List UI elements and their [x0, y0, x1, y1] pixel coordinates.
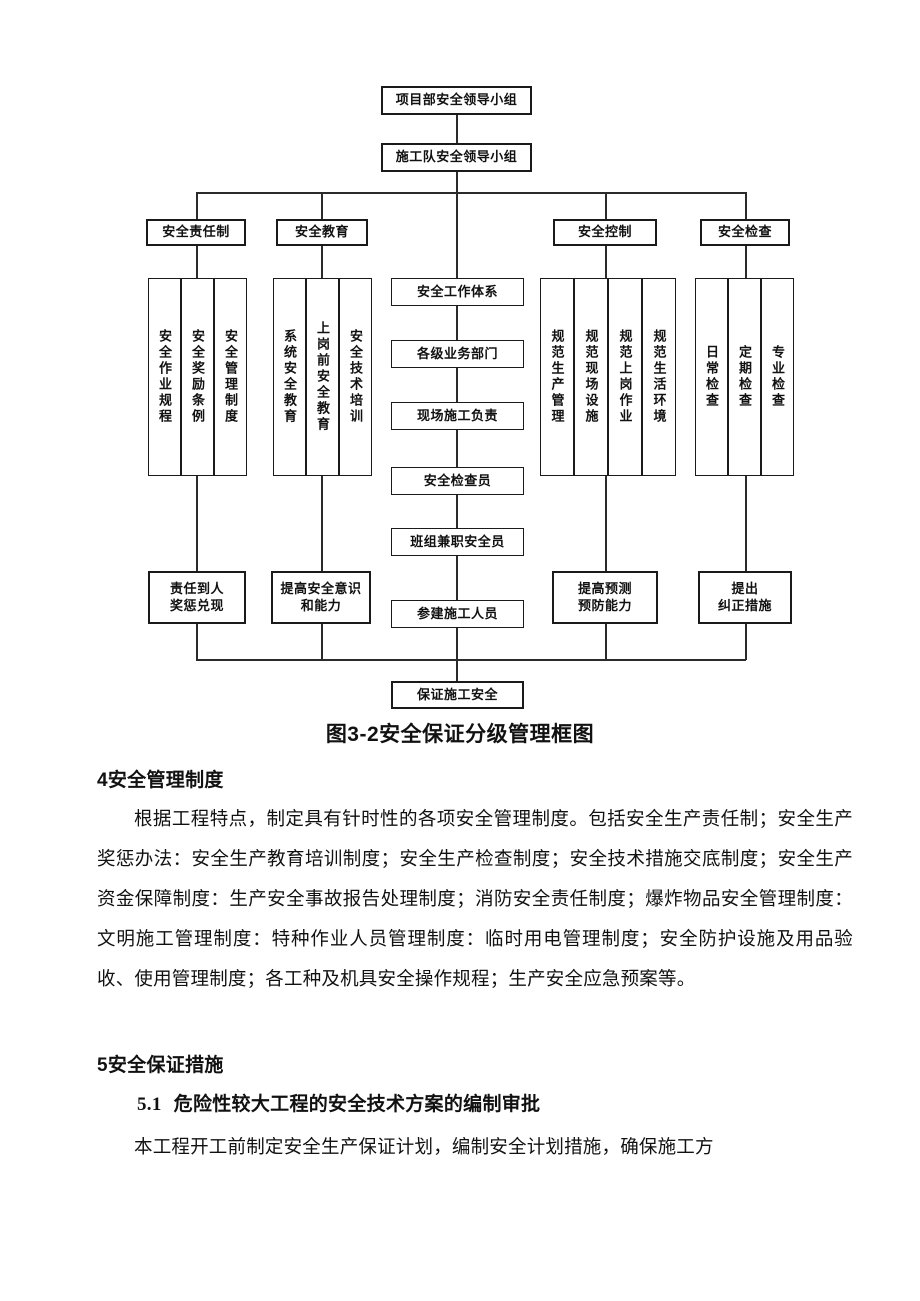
- paragraph-1-text: 根据工程特点，制定具有针时性的各项安全管理制度。包括安全生产责任制；安全生产奖惩…: [97, 810, 853, 990]
- diagram-vbox-c1-2: 安全奖励条例: [181, 278, 214, 476]
- outcome-2-line1: 提高安全意识: [280, 581, 362, 597]
- connector-outcome1-bottombus: [196, 624, 198, 660]
- connector-bus-drop-center: [456, 192, 458, 278]
- diagram-outcome-1: 责任到人 奖惩兑现: [148, 571, 246, 624]
- diagram-center-1: 安全工作体系: [391, 278, 524, 306]
- connector-col1-outcome: [196, 476, 198, 571]
- connector-bus-drop-1: [196, 192, 198, 219]
- diagram-vbox-c2-1: 系统安全教育: [273, 278, 306, 476]
- connector-center-5-6: [456, 556, 458, 600]
- diagram-vbox-c3-3: 规范上岗作业: [608, 278, 642, 476]
- connector-bottom-bus-horizontal: [196, 659, 746, 661]
- paragraph-2-text: 本工程开工前制定安全生产保证计划，编制安全计划措施，确保施工方: [134, 1138, 714, 1158]
- figure-caption: 图3-2安全保证分级管理框图: [325, 723, 595, 746]
- connector-center-2-3: [456, 368, 458, 402]
- heading-5-1-number: 5.1: [137, 1094, 162, 1115]
- connector-bus-drop-4: [745, 192, 747, 219]
- connector-header3-col: [605, 246, 607, 278]
- connector-outcome2-bottombus: [321, 624, 323, 660]
- diagram-vbox-c2-2: 上岗前安全教育: [306, 278, 339, 476]
- connector-outcome3-bottombus: [605, 624, 607, 660]
- outcome-4-line1: 提出: [731, 581, 759, 597]
- heading-5-1-technical-scheme-approval: 5.1 危险性较大工程的安全技术方案的编制审批: [137, 1089, 540, 1116]
- diagram-vbox-c2-3: 安全技术培训: [339, 278, 372, 476]
- outcome-4-line2: 纠正措施: [717, 597, 772, 613]
- outcome-3-line1: 提高预测: [577, 581, 632, 597]
- outcome-2-line2: 和能力: [300, 597, 342, 613]
- heading-5-safety-guarantee-measures: 5安全保证措施: [97, 1055, 224, 1076]
- connector-col4-outcome: [745, 476, 747, 571]
- diagram-center-4: 安全检查员: [391, 467, 524, 495]
- diagram-vbox-c4-3: 专业检查: [761, 278, 794, 476]
- connector-center6-bottombus: [456, 628, 458, 660]
- connector-center-4-5: [456, 495, 458, 528]
- diagram-vbox-c4-1: 日常检查: [695, 278, 728, 476]
- connector-top2-bus: [456, 172, 458, 193]
- diagram-outcome-4: 提出 纠正措施: [698, 571, 792, 624]
- diagram-vbox-c4-2: 定期检查: [728, 278, 761, 476]
- connector-bus-drop-3: [605, 192, 607, 219]
- paragraph-construction-plan: 本工程开工前制定安全生产保证计划，编制安全计划措施，确保施工方: [97, 1128, 853, 1168]
- connector-bus-horizontal: [196, 192, 746, 194]
- connector-center-3-4: [456, 430, 458, 467]
- diagram-vbox-c3-1: 规范生产管理: [540, 278, 574, 476]
- connector-col2-outcome: [321, 476, 323, 571]
- diagram-vbox-c3-4: 规范生活环境: [642, 278, 676, 476]
- diagram-header-4: 安全检查: [700, 219, 790, 246]
- diagram-center-2: 各级业务部门: [391, 340, 524, 368]
- connector-center-1-2: [456, 306, 458, 340]
- diagram-box-top-2: 施工队安全领导小组: [381, 143, 532, 172]
- diagram-vbox-c3-2: 规范现场设施: [574, 278, 608, 476]
- connector-bottombus-final: [456, 659, 458, 681]
- heading-4-safety-management-system: 4安全管理制度: [97, 770, 224, 791]
- outcome-1-line1: 责任到人: [169, 581, 224, 597]
- diagram-center-6: 参建施工人员: [391, 600, 524, 628]
- diagram-center-5: 班组兼职安全员: [391, 528, 524, 556]
- connector-bus-drop-2: [321, 192, 323, 219]
- diagram-outcome-3: 提高预测 预防能力: [552, 571, 658, 624]
- heading-5-1-text: 危险性较大工程的安全技术方案的编制审批: [173, 1094, 541, 1115]
- connector-top1-top2: [456, 115, 458, 143]
- diagram-final-box: 保证施工安全: [391, 681, 524, 709]
- diagram-center-3: 现场施工负责: [391, 402, 524, 430]
- connector-header1-col: [196, 246, 198, 278]
- diagram-header-3: 安全控制: [553, 219, 657, 246]
- diagram-header-2: 安全教育: [276, 219, 368, 246]
- outcome-1-line2: 奖惩兑现: [169, 597, 224, 613]
- diagram-vbox-c1-3: 安全管理制度: [214, 278, 247, 476]
- diagram-vbox-c1-1: 安全作业规程: [148, 278, 181, 476]
- connector-header2-col: [321, 246, 323, 278]
- diagram-outcome-2: 提高安全意识 和能力: [271, 571, 371, 624]
- diagram-box-top-1: 项目部安全领导小组: [381, 86, 532, 115]
- diagram-header-1: 安全责任制: [146, 219, 246, 246]
- connector-col3-outcome: [605, 476, 607, 571]
- org-chart-diagram: 项目部安全领导小组 施工队安全领导小组 安全责任制 安全教育 安全控制 安全检查…: [146, 86, 794, 709]
- connector-header4-col: [745, 246, 747, 278]
- connector-outcome4-bottombus: [745, 624, 747, 660]
- outcome-3-line2: 预防能力: [577, 597, 632, 613]
- paragraph-safety-management-systems: 根据工程特点，制定具有针时性的各项安全管理制度。包括安全生产责任制；安全生产奖惩…: [97, 800, 853, 1000]
